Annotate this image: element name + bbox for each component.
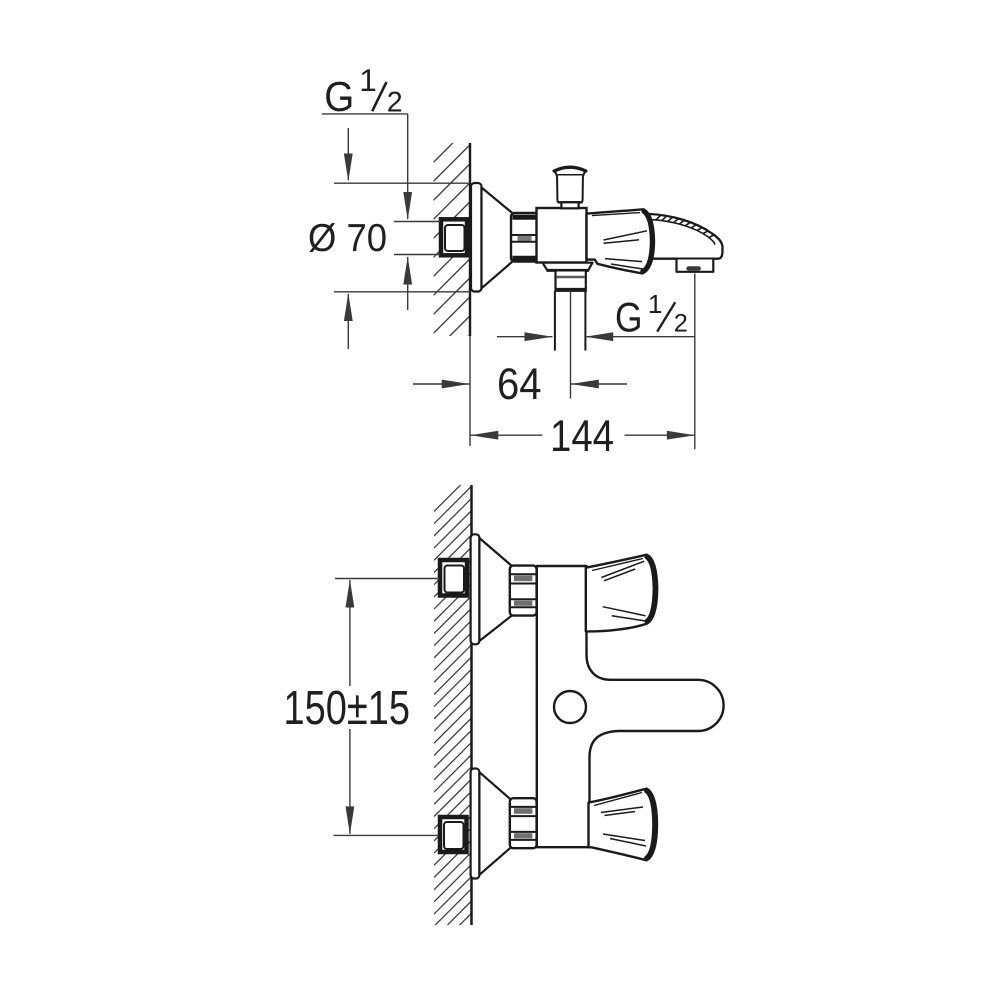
svg-text:G: G xyxy=(615,294,643,341)
svg-text:1: 1 xyxy=(648,289,663,319)
svg-text:1: 1 xyxy=(359,62,377,98)
svg-text:64: 64 xyxy=(497,360,542,409)
svg-text:2: 2 xyxy=(674,310,688,338)
svg-text:Ø 70: Ø 70 xyxy=(308,217,387,260)
svg-text:144: 144 xyxy=(550,412,614,461)
svg-text:2: 2 xyxy=(387,87,403,119)
svg-text:G: G xyxy=(324,73,354,120)
svg-text:150±15: 150±15 xyxy=(284,682,411,735)
